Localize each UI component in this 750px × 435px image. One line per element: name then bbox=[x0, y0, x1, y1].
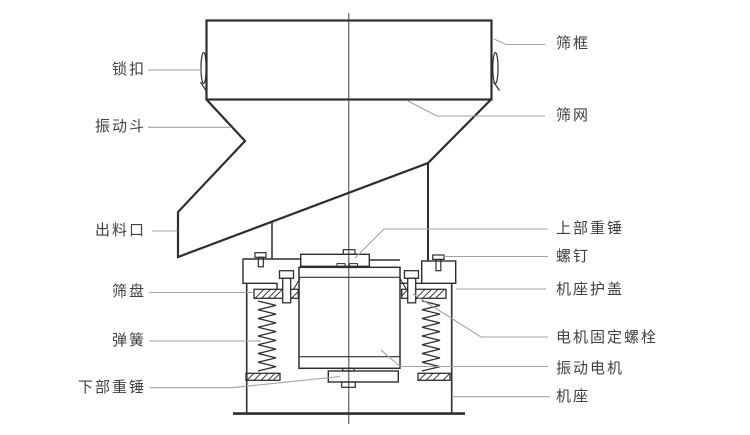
label-sieve-frame: 筛框 bbox=[556, 35, 591, 52]
label-machine-base: 机座 bbox=[556, 388, 591, 405]
spring-right bbox=[421, 300, 441, 372]
leader-lines bbox=[148, 38, 550, 398]
label-upper-weight: 上部重锤 bbox=[556, 220, 625, 237]
spring-pad-right bbox=[417, 372, 451, 381]
label-base-cover: 机座护盖 bbox=[556, 281, 625, 298]
spring-pad-left bbox=[245, 372, 281, 381]
label-discharge-outlet: 出料口 bbox=[94, 222, 146, 239]
label-lower-weight: 下部重锤 bbox=[77, 379, 146, 396]
cover-screw-right bbox=[432, 254, 445, 272]
sieve-tray-mount-right bbox=[401, 288, 447, 299]
lock-buckle-right bbox=[492, 51, 500, 91]
label-sieve-mesh: 筛网 bbox=[556, 107, 591, 124]
cover-screw-left bbox=[254, 252, 267, 268]
label-screw: 螺钉 bbox=[556, 248, 591, 265]
vibration-hopper bbox=[176, 98, 492, 261]
label-vibrating-hopper: 振动斗 bbox=[94, 118, 146, 135]
motor-fixing-bolt-left bbox=[278, 270, 301, 304]
label-motor-fixing-bolt: 电机固定螺栓 bbox=[556, 329, 659, 346]
label-vibration-motor: 振动电机 bbox=[556, 360, 625, 377]
lower-weight bbox=[327, 367, 399, 388]
sieve-tray-mount-left bbox=[253, 288, 299, 299]
label-spring: 弹簧 bbox=[111, 332, 146, 349]
spring-left bbox=[257, 300, 277, 372]
label-sieve-tray: 筛盘 bbox=[111, 283, 146, 300]
lock-buckle-left bbox=[199, 51, 207, 91]
label-lock-buckle: 锁扣 bbox=[111, 61, 146, 78]
upper-weight bbox=[300, 249, 371, 269]
motor-fixing-bolt-right bbox=[399, 270, 420, 304]
